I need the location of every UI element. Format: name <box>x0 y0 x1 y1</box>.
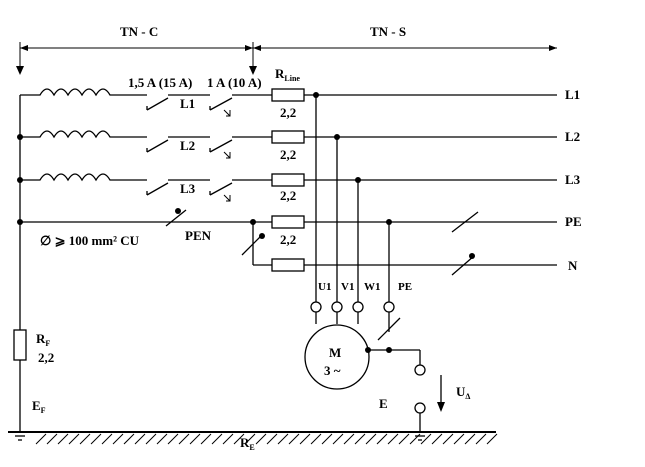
ground-hatch <box>288 433 300 445</box>
resistance-label-1: 2,2 <box>280 105 296 120</box>
phase-label-l2: L2 <box>180 138 195 153</box>
phase-line-l1 <box>128 88 557 117</box>
motor-feeders <box>310 95 401 341</box>
ground-hatch <box>156 433 168 445</box>
fuse1-label: 1,5 A (15 A) <box>128 75 192 90</box>
ground-hatch <box>266 433 278 445</box>
winding-l2 <box>20 130 128 139</box>
ground-hatch <box>90 433 102 445</box>
re-label: RE <box>240 435 255 452</box>
winding-l3 <box>20 173 128 182</box>
line-label-pe: PE <box>565 214 582 229</box>
ground <box>8 431 498 445</box>
section-label-tnc: TN - C <box>120 24 158 39</box>
ground-hatch <box>101 433 113 445</box>
ground-hatch <box>420 433 432 445</box>
rf-resistor <box>13 329 27 361</box>
resistance-label-4: 2,2 <box>280 232 296 247</box>
terminal-v1: V1 <box>341 281 354 293</box>
ground-hatch <box>310 433 322 445</box>
phase-line-l3 <box>128 173 557 202</box>
n-line <box>241 222 557 276</box>
rf-label: RF <box>36 331 50 348</box>
ground-hatch <box>387 433 399 445</box>
winding-l1 <box>20 88 128 97</box>
ground-hatch <box>57 433 69 445</box>
frame-connection <box>365 347 445 432</box>
ground-hatch <box>486 433 498 445</box>
ground-hatch <box>112 433 124 445</box>
pen-label: PEN <box>185 228 212 243</box>
terminal-u1: U1 <box>318 281 331 293</box>
rline-label: RLine <box>275 66 300 83</box>
ground-hatch <box>134 433 146 445</box>
ground-hatch <box>464 433 476 445</box>
ground-hatch <box>376 433 388 445</box>
ground-hatch <box>277 433 289 445</box>
ground-hatch <box>354 433 366 445</box>
conductor-label: ∅ ⩾ 100 mm² CU <box>40 233 140 248</box>
section-arrows <box>16 42 557 75</box>
ground-hatch <box>365 433 377 445</box>
ground-hatch <box>442 433 454 445</box>
ground-hatch <box>79 433 91 445</box>
ground-hatch <box>475 433 487 445</box>
ground-hatch <box>68 433 80 445</box>
motor-label: M <box>329 345 341 360</box>
ground-hatch <box>189 433 201 445</box>
ground-hatch <box>123 433 135 445</box>
resistance-label-2: 2,2 <box>280 147 296 162</box>
line-label-n: N <box>568 258 578 273</box>
ground-hatch <box>167 433 179 445</box>
ground-hatch <box>211 433 223 445</box>
ground-hatch <box>222 433 234 445</box>
ground-hatch <box>343 433 355 445</box>
ground-hatch <box>200 433 212 445</box>
ground-hatch <box>431 433 443 445</box>
ground-hatch <box>178 433 190 445</box>
ground-hatch <box>398 433 410 445</box>
ground-hatch <box>255 433 267 445</box>
ground-hatch <box>244 433 256 445</box>
ground-hatch <box>145 433 157 445</box>
ground-hatch <box>299 433 311 445</box>
ground-hatch <box>35 433 47 445</box>
fuse2-label: 1 A (10 A) <box>207 75 262 90</box>
section-label-tns: TN - S <box>370 24 406 39</box>
phase-line-l2 <box>128 130 557 159</box>
motor-symbol <box>304 324 370 390</box>
line-label-l1: L1 <box>565 87 580 102</box>
line-label-l3: L3 <box>565 172 581 187</box>
ground-hatch <box>233 433 245 445</box>
rf-value: 2,2 <box>38 350 54 365</box>
pen-line <box>20 208 557 233</box>
ud-label: UΔ <box>456 384 470 401</box>
terminal-w1: W1 <box>364 281 381 293</box>
ground-hatch <box>321 433 333 445</box>
phase-label-l1: L1 <box>180 96 195 111</box>
ef-label: EF <box>32 398 46 415</box>
ground-hatch <box>46 433 58 445</box>
line-label-l2: L2 <box>565 129 580 144</box>
ground-hatch <box>332 433 344 445</box>
terminal-pe: PE <box>398 281 412 293</box>
motor-phases-label: 3 ~ <box>324 363 341 378</box>
e-label: E <box>379 396 388 411</box>
resistance-label-3: 2,2 <box>280 188 296 203</box>
phase-label-l3: L3 <box>180 181 196 196</box>
ground-hatch <box>409 433 421 445</box>
ground-hatch <box>453 433 465 445</box>
